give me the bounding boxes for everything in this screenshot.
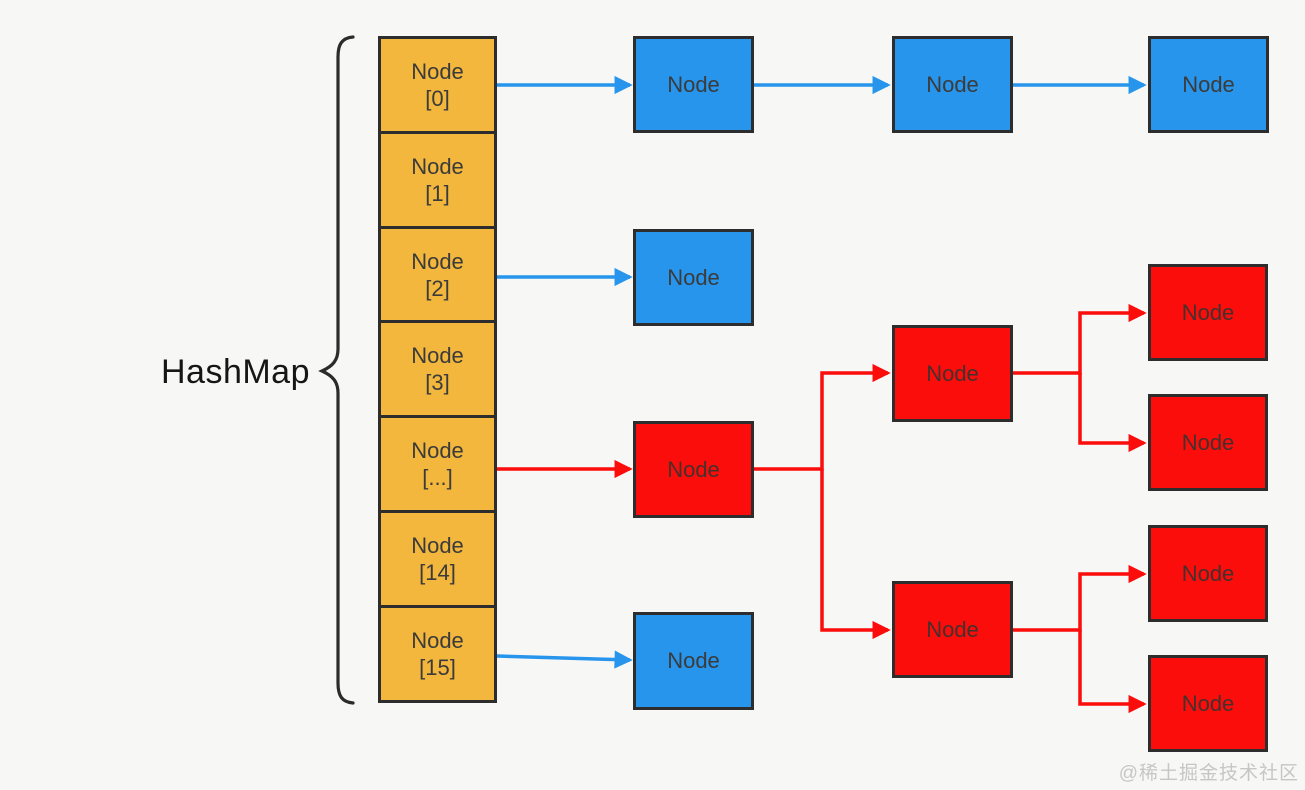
bucket-cell-label: Node xyxy=(411,248,464,274)
bucket-cell-14: Node [14] xyxy=(378,509,497,609)
bucket-cell-2: Node [2] xyxy=(378,225,497,324)
bucket-cell-index: [15] xyxy=(419,654,456,680)
bucket-cell-index: [0] xyxy=(425,86,450,112)
arrow-root-to-lower-child xyxy=(820,469,891,640)
bucket-cell-label: Node xyxy=(411,59,464,85)
bucket-cell-index: [3] xyxy=(425,370,450,396)
bucket-cell-label: Node xyxy=(411,153,464,179)
tree-node-leaf-1: Node xyxy=(1148,264,1268,361)
arrow-lower-child-to-leaf4 xyxy=(1078,630,1147,714)
bucket-array: Node [0] Node [1] Node [2] Node [3] Node… xyxy=(378,36,497,703)
list-node-bucket0-3: Node xyxy=(1148,36,1269,133)
arrow-lower-child-to-leaf3 xyxy=(1012,564,1147,632)
bucket-cell-0: Node [0] xyxy=(378,36,497,135)
list-node-bucket15-1: Node xyxy=(633,612,754,710)
hashmap-brace xyxy=(318,35,355,705)
list-node-bucket0-2: Node xyxy=(892,36,1013,133)
list-node-bucket0-1: Node xyxy=(633,36,754,133)
arrow-upper-child-to-leaf1 xyxy=(1013,303,1147,375)
bucket-cell-label: Node xyxy=(411,533,464,559)
bucket-cell-index: [2] xyxy=(425,275,450,301)
hashmap-label: HashMap xyxy=(160,353,310,391)
bucket-cell-label: Node xyxy=(411,438,464,464)
tree-node-root: Node xyxy=(633,421,754,518)
arrow-upper-child-to-leaf2 xyxy=(1078,373,1147,453)
watermark: @稀土掘金技术社区 xyxy=(1118,763,1299,784)
bucket-cell-3: Node [3] xyxy=(378,320,497,419)
bucket-cell-label: Node xyxy=(411,343,464,369)
tree-node-lower-child: Node xyxy=(892,581,1013,678)
bucket-cell-index: [14] xyxy=(419,560,456,586)
tree-node-leaf-3: Node xyxy=(1148,525,1268,622)
bucket-cell-label: Node xyxy=(411,627,464,653)
bucket-cell-dots: Node [...] xyxy=(378,415,497,514)
arrow-bucket15-to-list xyxy=(496,650,633,669)
arrow-root-to-upper-child xyxy=(754,363,891,471)
bucket-cell-15: Node [15] xyxy=(378,604,497,703)
tree-node-leaf-4: Node xyxy=(1148,655,1268,752)
bucket-cell-1: Node [1] xyxy=(378,130,497,230)
bucket-cell-index: [1] xyxy=(425,180,450,206)
tree-node-leaf-2: Node xyxy=(1148,394,1268,491)
tree-node-upper-child: Node xyxy=(892,325,1013,422)
list-node-bucket2-1: Node xyxy=(633,229,754,326)
bucket-cell-index: [...] xyxy=(422,465,453,491)
